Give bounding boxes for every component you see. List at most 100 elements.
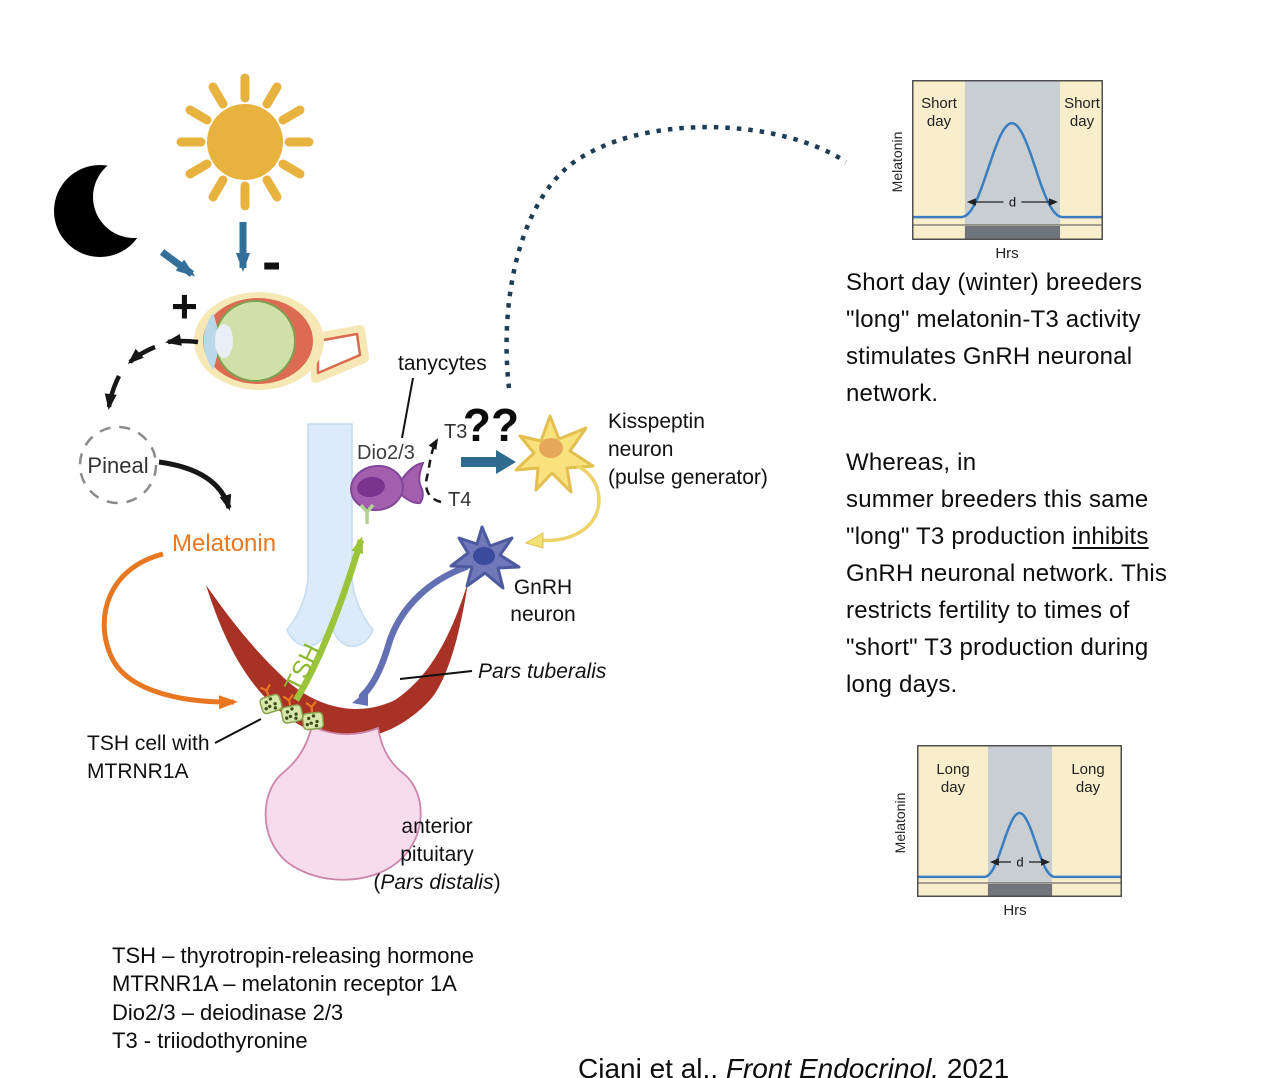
long-day-label-left-1: Long [936,761,969,778]
duration-label: d [1016,855,1023,870]
question-marks-label: ?? [463,399,519,451]
moon-icon [54,156,175,257]
tanycyte-tail [397,461,425,505]
paragraph-line: restricts fertility to times of [846,597,1130,624]
tsh-cell [259,683,283,715]
t4-label: T4 [448,489,471,511]
paren-open: ( [373,871,380,894]
kisspeptin-axon-terminal [524,532,544,549]
tanycyte-receptor [359,503,375,524]
minus-sign: - [262,229,281,294]
short-day-breeders-paragraph: Short day (winter) breeders "long" melat… [846,264,1256,412]
paragraph-line: Whereas, in [846,449,977,476]
long-day-ylabel: Melatonin [895,793,908,854]
tanycyte-cell [350,461,425,524]
eye-lens [215,324,233,358]
pathway-diagram: - + Pineal Melatonin [54,73,848,894]
eye-to-pineal-arrow-3 [104,374,122,410]
moon-cutout [93,156,175,238]
melatonin-label: Melatonin [172,530,276,557]
short-day-melatonin-chart: d Short day Short day Melatonin Hrs [890,80,1103,262]
dotted-connector-to-chart [504,124,848,389]
tanycytes-pointer-line [401,377,414,439]
pituitary-label-2: pituitary [400,843,474,866]
paragraph-line: summer breeders this same [846,486,1149,513]
night-bar [987,884,1053,897]
tsh-cell-label-1: TSH cell with [87,732,210,755]
eye-to-pineal-arrow-2 [127,344,156,365]
pineal-gland [78,425,158,505]
gnrh-axon-terminal [352,690,368,706]
chart-border [912,80,1103,240]
legend-line-tsh: TSH – thyrotropin-releasing hormone [112,943,474,968]
t3-label: T3 [444,421,467,443]
moon-to-eye-arrow [159,249,196,277]
sun-icon [176,73,314,211]
duration-label: d [1009,195,1016,210]
short-day-label-right-2: day [1070,113,1095,130]
pituitary-label-1: anterior [401,815,472,838]
long-day-label-right-2: day [1076,779,1101,796]
long-day-melatonin-chart: d Long day Long day Melatonin Hrs [895,745,1122,919]
paragraph-line: network. [846,380,939,407]
anterior-pituitary-shape [264,724,422,881]
paragraph-line: stimulates GnRH neuronal [846,343,1133,370]
legend-line-mtrnr1a: MTRNR1A – melatonin receptor 1A [112,971,457,997]
paragraph-line: "long" T3 production inhibits [846,518,1266,555]
kisspeptin-neuron [514,414,601,549]
short-day-xlabel: Hrs [995,245,1018,262]
gnrh-nucleus [473,547,495,565]
t3-to-kisspeptin-arrow [461,450,516,474]
melatonin-to-tsh-cell-arrow [101,551,238,710]
tsh-cells [259,683,325,731]
pituitary-label-3: (Pars distalis) [373,871,500,894]
gnrh-axon [358,563,470,700]
chart-border [917,745,1122,897]
pars-distalis-italic: Pars distalis [380,871,494,894]
paragraph-line: "short" T3 production during [846,634,1149,661]
short-day-label-right-1: Short [1064,95,1101,112]
eye-to-pineal-arrow-1 [165,333,199,346]
kisspeptin-label-3: (pulse generator) [608,466,768,489]
pineal-label: Pineal [87,453,148,478]
gnrh-neuron [352,525,521,706]
tanycyte-nucleus [357,476,385,498]
duration-arrowhead-left [989,858,999,866]
short-day-plot-area: d [912,80,1103,240]
kisspeptin-label-2: neuron [608,438,673,461]
tanycytes-label: tanycytes [398,352,487,375]
citation-year: 2021 [939,1053,1010,1078]
sun-disc [207,104,283,180]
gnrh-label-2: neuron [510,603,575,626]
melatonin-curve [917,811,1122,879]
tsh-cell [301,700,325,731]
tsh-cell-pointer-line [214,718,262,744]
short-day-label-left-1: Short [921,95,958,112]
gnrh-label-1: GnRH [514,576,572,599]
summer-breeders-paragraph: Whereas, in summer breeders this same "l… [846,444,1266,703]
eye-cornea [203,313,219,370]
t4-to-t3-dashed-arrow [424,438,442,504]
paragraph-line: Short day (winter) breeders [846,269,1143,296]
paragraph-line: long days. [846,671,958,698]
legend-line-t3: T3 - triiodothyronine [112,1028,308,1054]
tsh-cell [280,693,304,724]
kisspeptin-nucleus [539,438,563,458]
paragraph-line: GnRH neuronal network. This [846,560,1168,587]
long-day-plot-area: d [917,745,1122,897]
duration-arrowhead-right [1049,198,1059,206]
legend-line-dio23: Dio2/3 – deiodinase 2/3 [112,999,344,1025]
citation-journal: Front Endocrinol. [725,1053,940,1078]
long-day-xlabel: Hrs [1003,902,1026,919]
citation-authors: Ciani et al., [578,1053,726,1078]
paragraph-line-pre: "long" T3 production [846,523,1073,550]
duration-arrowhead-right [1041,858,1051,866]
pars-tuberalis-label: Pars tuberalis [478,660,607,683]
short-day-label-left-2: day [927,113,952,130]
duration-arrowhead-left [966,198,976,206]
night-bar [964,226,1061,240]
long-day-label-right-1: Long [1071,761,1104,778]
paren-close: ) [494,871,501,894]
sun-rays [176,73,314,211]
plus-sign: + [171,280,198,332]
